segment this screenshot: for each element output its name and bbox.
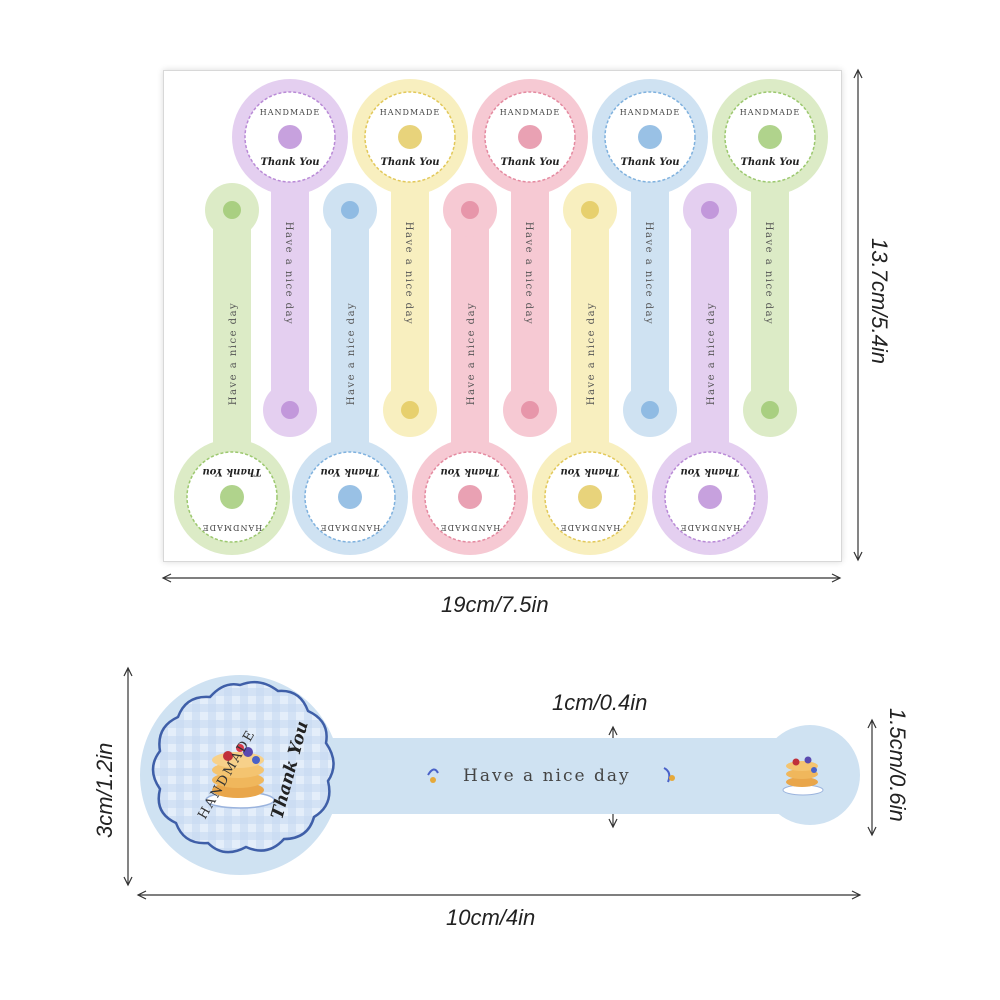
dessert-icon <box>701 201 719 219</box>
small-circle-label: 1.5cm/0.6in <box>885 708 910 822</box>
small-pancake-icon <box>782 756 824 796</box>
sticker-strip-text: Have a nice day <box>586 302 597 405</box>
sticker-handmade-text: HANDMADE <box>620 108 680 117</box>
dessert-icon <box>278 125 302 149</box>
sticker-handmade-text: HANDMADE <box>320 523 380 532</box>
music-note-icon <box>427 768 439 783</box>
sticker-strip-text: Have a nice day <box>283 222 294 325</box>
sticker-9: HANDMADE Thank You Have a nice day <box>652 183 768 555</box>
sticker-thankyou-text: Thank You <box>620 157 679 168</box>
sticker-1: HANDMADE Thank You Have a nice day <box>174 183 290 555</box>
detail-strip <box>290 738 810 814</box>
sticker-strip-text: Have a nice day <box>228 302 239 405</box>
sticker-strip-text: Have a nice day <box>763 222 774 325</box>
sticker-thankyou-text: Thank You <box>500 157 559 168</box>
sticker-thankyou-text: Thank You <box>320 466 379 477</box>
sticker-7: HANDMADE Thank You Have a nice day <box>532 183 648 555</box>
sticker-handmade-text: HANDMADE <box>260 108 320 117</box>
sticker-thankyou-text: Thank You <box>560 466 619 477</box>
pancake-icon <box>205 744 275 809</box>
sticker-strip-text: Have a nice day <box>706 302 717 405</box>
sticker-handmade-text: HANDMADE <box>380 108 440 117</box>
sticker-handmade-text: HANDMADE <box>740 108 800 117</box>
dessert-icon <box>581 201 599 219</box>
sticker-thankyou-text: Thank You <box>680 466 739 477</box>
sticker-strip-text: Have a nice day <box>403 222 414 325</box>
dessert-icon <box>220 485 244 509</box>
sticker-5: HANDMADE Thank You Have a nice day <box>412 183 528 555</box>
sticker-strip-text: Have a nice day <box>523 222 534 325</box>
sticker-thankyou-text: Thank You <box>740 157 799 168</box>
sticker-thankyou-text: Thank You <box>260 157 319 168</box>
strip-height-label: 1cm/0.4in <box>552 690 648 715</box>
dessert-icon <box>461 201 479 219</box>
detail-width-label: 10cm/4in <box>446 905 536 930</box>
dessert-icon <box>638 125 662 149</box>
dessert-icon <box>641 401 659 419</box>
sticker-3: HANDMADE Thank You Have a nice day <box>292 183 408 555</box>
sticker-thankyou-text: Thank You <box>380 157 439 168</box>
dessert-icon <box>578 485 602 509</box>
sticker-strip-text: Have a nice day <box>466 302 477 405</box>
sticker-thankyou-text: Thank You <box>202 466 261 477</box>
dessert-icon <box>341 201 359 219</box>
sticker-handmade-text: HANDMADE <box>202 523 262 532</box>
sticker-strip-text: Have a nice day <box>346 302 357 405</box>
detail-strip-text: Have a nice day <box>463 766 631 786</box>
dessert-icon <box>401 401 419 419</box>
sticker-handmade-text: HANDMADE <box>560 523 620 532</box>
sticker-handmade-text: HANDMADE <box>680 523 740 532</box>
sticker-handmade-text: HANDMADE <box>500 108 560 117</box>
music-note-icon <box>663 767 675 783</box>
sheet-width-label: 19cm/7.5in <box>441 592 549 617</box>
sticker-strip-text: Have a nice day <box>643 222 654 325</box>
sticker-thankyou-text: Thank You <box>440 466 499 477</box>
dessert-icon <box>518 125 542 149</box>
dessert-icon <box>398 125 422 149</box>
dessert-icon <box>223 201 241 219</box>
dessert-icon <box>281 401 299 419</box>
detail-height-label: 3cm/1.2in <box>92 742 117 838</box>
dessert-icon <box>698 485 722 509</box>
dessert-icon <box>458 485 482 509</box>
dessert-icon <box>521 401 539 419</box>
dessert-icon <box>758 125 782 149</box>
dessert-icon <box>761 401 779 419</box>
sticker-handmade-text: HANDMADE <box>440 523 500 532</box>
dessert-icon <box>338 485 362 509</box>
